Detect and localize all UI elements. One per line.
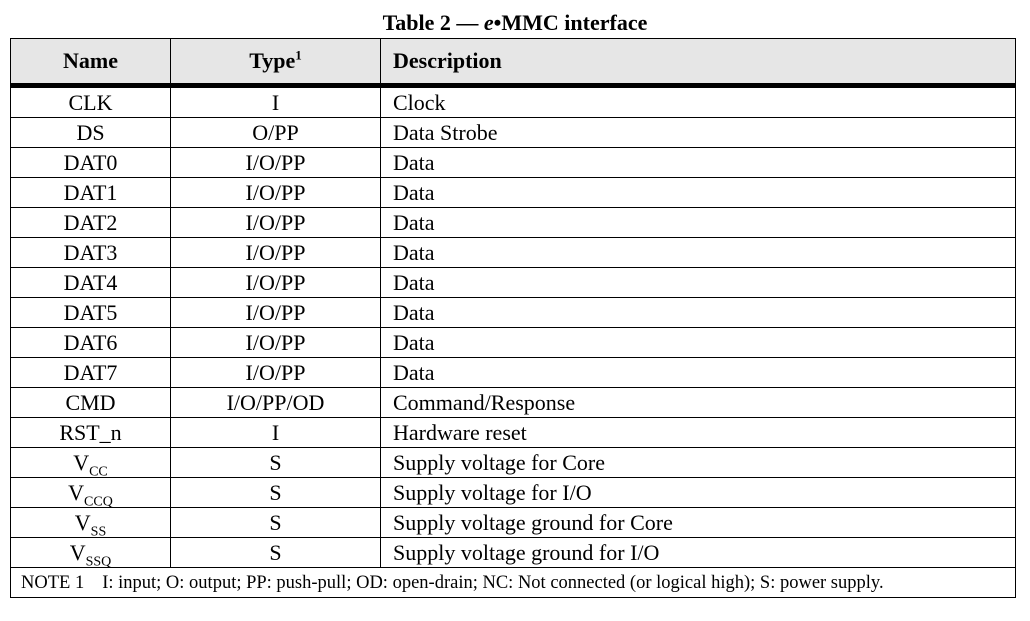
cell-description: Data: [380, 237, 1016, 268]
cell-type: I/O/PP: [170, 357, 381, 388]
cell-description: Clock: [380, 85, 1016, 118]
cell-name: RST_n: [10, 417, 171, 448]
cell-type: S: [170, 507, 381, 538]
table-title-italic: e: [483, 10, 494, 35]
cell-description: Data: [380, 297, 1016, 328]
cell-name: CMD: [10, 387, 171, 418]
header-row: Name Type1 Description: [10, 38, 1016, 88]
cell-type: I/O/PP: [170, 297, 381, 328]
cell-type: S: [170, 537, 381, 568]
cell-description: Data: [380, 207, 1016, 238]
cell-name: VSS: [10, 507, 171, 539]
cell-name: DAT0: [10, 147, 171, 178]
cell-description: Hardware reset: [380, 417, 1016, 448]
cell-type: I/O/PP: [170, 177, 381, 208]
cell-name: DAT5: [10, 297, 171, 328]
cell-type: I/O/PP: [170, 147, 381, 178]
cell-name-subscript: SSQ: [85, 553, 112, 569]
cell-name: VCC: [10, 447, 171, 479]
cell-description: Data: [380, 357, 1016, 388]
cell-name: CLK: [10, 85, 171, 118]
cell-name: DAT7: [10, 357, 171, 388]
footnote-ref: 1: [295, 47, 302, 63]
cell-name: DAT3: [10, 237, 171, 268]
cell-type: I/O/PP/OD: [170, 387, 381, 418]
cell-description: Data: [380, 147, 1016, 178]
header-name: Name: [10, 38, 171, 88]
cell-type: I/O/PP: [170, 237, 381, 268]
cell-type: S: [170, 477, 381, 508]
cell-name: DAT6: [10, 327, 171, 358]
cell-type: I/O/PP: [170, 267, 381, 298]
cell-description: Data: [380, 177, 1016, 208]
cell-name: VSSQ: [10, 537, 171, 569]
cell-type: S: [170, 447, 381, 478]
header-description: Description: [380, 38, 1016, 88]
note-text: I: input; O: output; PP: push-pull; OD: …: [102, 572, 884, 593]
header-type: Type1: [170, 38, 381, 88]
table-title: Table 2 — e•MMC interface: [0, 8, 1030, 38]
cell-description: Command/Response: [380, 387, 1016, 418]
cell-name: DAT1: [10, 177, 171, 208]
note-cell: NOTE 1 I: input; O: output; PP: push-pull…: [10, 567, 1016, 598]
cell-description: Data: [380, 267, 1016, 298]
cell-description: Supply voltage for Core: [380, 447, 1016, 478]
cell-description: Data: [380, 327, 1016, 358]
cell-type: I: [170, 417, 381, 448]
cell-type: I/O/PP: [170, 327, 381, 358]
cell-type: I: [170, 85, 381, 118]
cell-name-subscript: CC: [89, 463, 108, 479]
cell-description: Supply voltage for I/O: [380, 477, 1016, 508]
table-title-prefix: Table 2 —: [382, 10, 484, 35]
cell-type: I/O/PP: [170, 207, 381, 238]
cell-description: Supply voltage ground for Core: [380, 507, 1016, 538]
cell-description: Data Strobe: [380, 117, 1016, 148]
cell-name-subscript: CCQ: [84, 493, 113, 509]
cell-type: O/PP: [170, 117, 381, 148]
cell-name: DS: [10, 117, 171, 148]
note-label: NOTE 1: [21, 572, 85, 593]
table-title-suffix: •MMC interface: [493, 10, 648, 35]
cell-name: DAT4: [10, 267, 171, 298]
cell-name-subscript: SS: [90, 523, 107, 539]
cell-name: DAT2: [10, 207, 171, 238]
cell-description: Supply voltage ground for I/O: [380, 537, 1016, 568]
cell-name: VCCQ: [10, 477, 171, 509]
note-row: NOTE 1 I: input; O: output; PP: push-pull…: [10, 567, 1016, 598]
